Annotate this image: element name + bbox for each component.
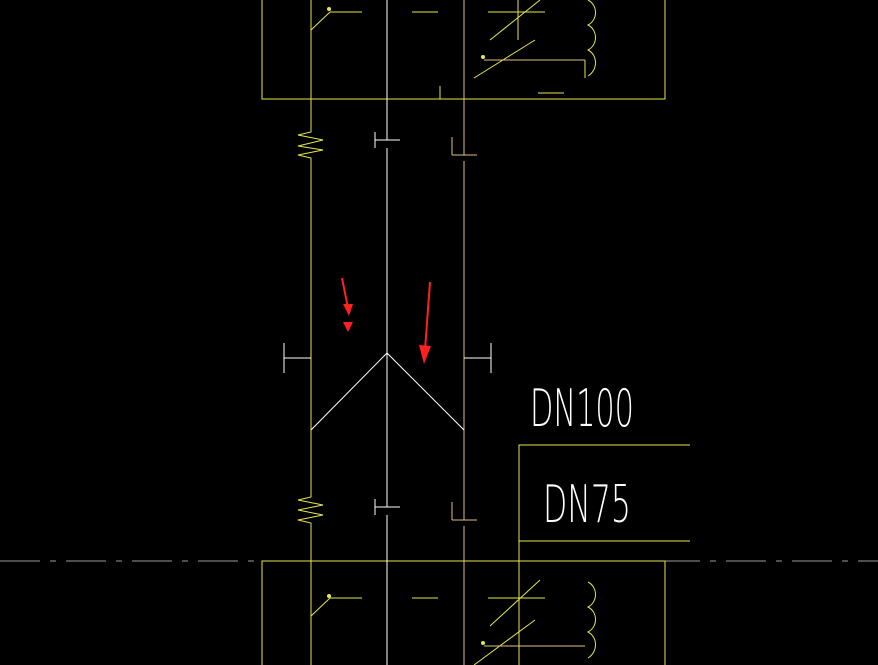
gap-left-lower: [306, 492, 316, 530]
trap-symbol-upper: [297, 126, 324, 166]
elbow-upper: [451, 137, 477, 156]
upper-hatch-dot: [481, 55, 485, 59]
elbow-lower: [451, 502, 477, 521]
pipe-size-label-dn100: DN100: [530, 379, 634, 439]
lower-hatch-3: [473, 619, 536, 665]
cleanout-upper: [374, 132, 400, 148]
cleanout-lower: [374, 499, 400, 515]
upper-coil: [586, 0, 596, 77]
dn75-leader-frame: [518, 444, 690, 665]
upper-hatch-3: [473, 39, 536, 79]
lower-valve-left-dot: [327, 594, 331, 598]
lower-valve-left-mark: [310, 597, 362, 617]
red-arrow-large: [419, 281, 431, 364]
pipe-size-label-dn75: DN75: [543, 475, 631, 535]
lower-hatch-1: [489, 579, 541, 627]
gap-left-upper: [306, 126, 316, 166]
branch-wye: [310, 352, 465, 431]
upper-valve-left-mark: [310, 11, 362, 31]
lower-hatch-dot: [481, 641, 485, 645]
right-tee-cap: [464, 343, 492, 373]
left-tee-cap: [283, 343, 311, 373]
lower-coil: [586, 581, 596, 659]
red-arrow-small: [341, 277, 353, 332]
upper-valve-left-dot: [327, 7, 331, 11]
upper-hatch-1: [489, 0, 541, 41]
trap-symbol-lower: [297, 492, 324, 530]
